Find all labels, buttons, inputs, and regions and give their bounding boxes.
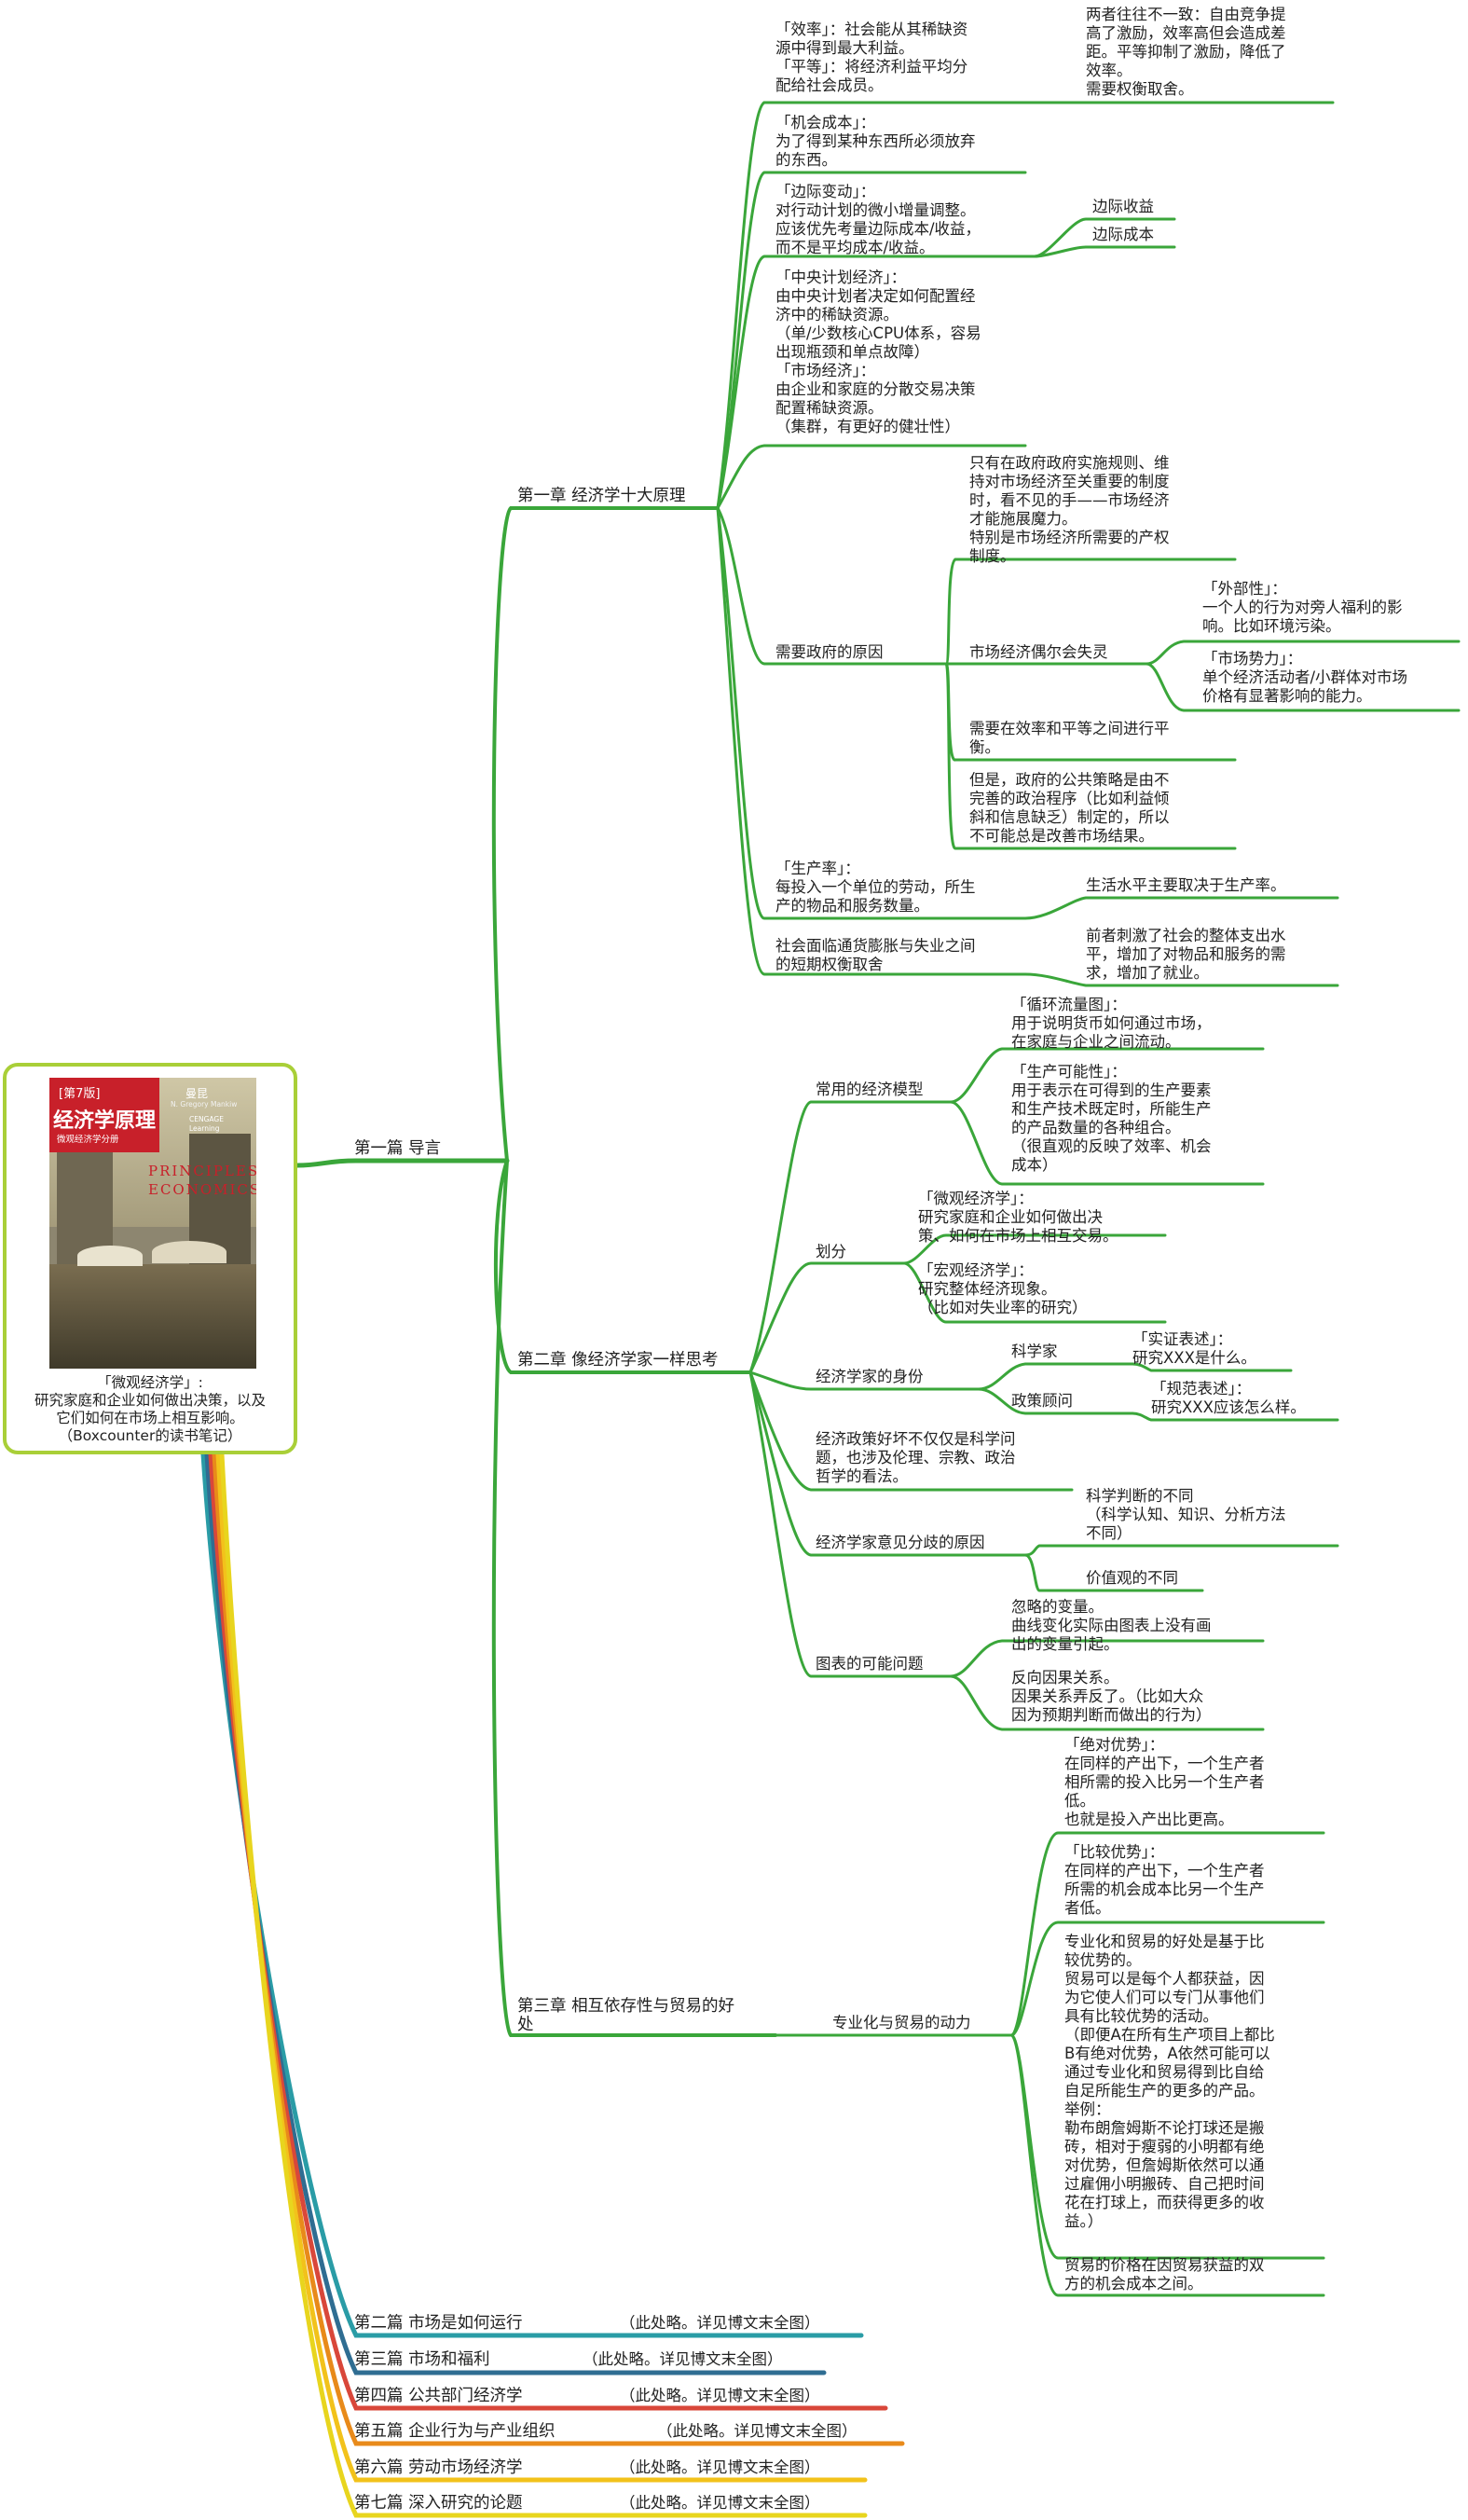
cover-title-band: [49, 1078, 159, 1152]
node-ch2-micro[interactable]: 「微观经济学」： 研究家庭和企业如何做出决 策、如何在市场上相互交易。: [918, 1190, 1118, 1245]
node-ch1-marginal-revenue[interactable]: 边际收益: [1092, 198, 1154, 215]
node-ch2-normative[interactable]: 「规范表述」： 研究XXX应该怎么样。: [1151, 1380, 1306, 1416]
node-ch3[interactable]: 第三章 相互依存性与贸易的好 处: [517, 1997, 735, 2034]
node-part7-note[interactable]: （此处略。详见博文末全图）: [620, 2494, 820, 2512]
node-ch2-advisor[interactable]: 政策顾问: [1011, 1392, 1073, 1410]
node-ch3-benefits[interactable]: 专业化和贸易的好处是基于比 较优势的。 贸易可以是每个人都获益，因 为它使人们可…: [1064, 1933, 1275, 2230]
node-ch1-marginal-cost[interactable]: 边际成本: [1092, 226, 1154, 243]
book-cover-image: [第7版] 经济学原理 微观经济学分册 曼昆 N. Gregory Mankiw…: [49, 1078, 256, 1369]
node-part1[interactable]: 第一篇 导言: [354, 1139, 442, 1158]
node-ch2-disagree[interactable]: 经济学家意见分歧的原因: [816, 1534, 985, 1551]
node-ch2-macro[interactable]: 「宏观经济学」： 研究整体经济现象。 （比如对失业率的研究）: [918, 1261, 1088, 1316]
node-part5[interactable]: 第五篇 企业行为与产业组织: [354, 2422, 556, 2441]
node-ch2-scientist[interactable]: 科学家: [1011, 1343, 1058, 1360]
node-ch3-price[interactable]: 贸易的价格在因贸易获益的双 方的机会成本之间。: [1064, 2256, 1265, 2293]
cover-edition: [第7版]: [59, 1087, 101, 1101]
node-ch2-graphs[interactable]: 图表的可能问题: [816, 1655, 924, 1673]
node-ch2-circular-flow[interactable]: 「循环流量图」： 用于说明货币如何通过市场， 在家庭与企业之间流动。: [1011, 996, 1212, 1051]
cover-title-en: PRINCIPLES OF ECONOMICS: [148, 1163, 256, 1198]
node-ch3-comparative[interactable]: 「比较优势」： 在同样的产出下，一个生产者 所需的机会成本比另一个生产 者低。: [1064, 1843, 1265, 1917]
cover-umbrella: [152, 1241, 226, 1263]
node-ch1-market-failure[interactable]: 市场经济偶尔会失灵: [969, 643, 1108, 661]
node-ch2-sci-judgement[interactable]: 科学判断的不同 （科学认知、知识、分析方法 不同）: [1086, 1487, 1286, 1542]
node-ch1-efficiency-note[interactable]: 两者往往不一致：自由竞争提 高了激励，效率高但会造成差 距。平等抑制了激励，降低…: [1086, 6, 1286, 98]
node-ch1-living-standard[interactable]: 生活水平主要取决于生产率。: [1086, 876, 1286, 894]
node-ch2-ppf[interactable]: 「生产可能性」： 用于表示在可得到的生产要素 和生产技术既定时，所能生产 的产品…: [1011, 1063, 1212, 1174]
root-caption: 「微观经济学」: 研究家庭和企业如何做出决策，以及 它们如何在市场上相互影响。 …: [34, 1374, 266, 1444]
cover-market-ground: [49, 1264, 256, 1369]
cover-author: 曼昆: [185, 1087, 209, 1100]
node-ch1-tradeoff[interactable]: 社会面临通货膨胀与失业之间 的短期权衡取舍: [775, 937, 976, 973]
node-part4-note[interactable]: （此处略。详见博文末全图）: [620, 2387, 820, 2404]
node-part3[interactable]: 第三篇 市场和福利: [354, 2350, 490, 2369]
node-ch1-externality[interactable]: 「外部性」： 一个人的行为对旁人福利的影 响。比如环境污染。: [1202, 580, 1403, 635]
node-ch2-omitted[interactable]: 忽略的变量。 曲线变化实际由图表上没有画 出的变量引起。: [1011, 1598, 1212, 1653]
node-part2-note[interactable]: （此处略。详见博文末全图）: [620, 2314, 820, 2332]
node-ch1-tradeoff-note[interactable]: 前者刺激了社会的整体支出水 平，增加了对物品和服务的需 求，增加了就业。: [1086, 927, 1286, 982]
node-ch2-values[interactable]: 价值观的不同: [1086, 1569, 1178, 1587]
node-ch3-absolute[interactable]: 「绝对优势」： 在同样的产出下，一个生产者 相所需的投入比另一个生产者 低。 也…: [1064, 1736, 1265, 1828]
cover-building-left: [57, 1143, 113, 1264]
node-ch2-reverse[interactable]: 反向因果关系。 因果关系弄反了。（比如大众 因为预期判断而做出的行为）: [1011, 1669, 1212, 1724]
node-part6-note[interactable]: （此处略。详见博文末全图）: [620, 2458, 820, 2476]
node-part7[interactable]: 第七篇 深入研究的论题: [354, 2494, 523, 2513]
node-ch1-public-policy[interactable]: 但是，政府的公共策略是由不 完善的政治程序（比如利益倾 斜和信息缺乏）制定的，所…: [969, 771, 1170, 845]
cover-umbrella: [77, 1246, 143, 1266]
node-part4[interactable]: 第四篇 公共部门经济学: [354, 2387, 523, 2405]
node-ch2-identity[interactable]: 经济学家的身份: [816, 1368, 924, 1385]
node-ch2-division[interactable]: 划分: [816, 1243, 846, 1260]
node-ch1-market-power[interactable]: 「市场势力」： 单个经济活动者/小群体对市场 价格有显著影响的能力。: [1202, 650, 1408, 705]
root-node[interactable]: [第7版] 经济学原理 微观经济学分册 曼昆 N. Gregory Mankiw…: [3, 1063, 297, 1454]
node-ch2-policy[interactable]: 经济政策好坏不仅仅是科学问 题，也涉及伦理、宗教、政治 哲学的看法。: [816, 1430, 1016, 1485]
node-part3-note[interactable]: （此处略。详见博文末全图）: [583, 2350, 783, 2368]
node-part5-note[interactable]: （此处略。详见博文末全图）: [657, 2422, 857, 2440]
node-ch1[interactable]: 第一章 经济学十大原理: [517, 487, 686, 505]
node-ch2[interactable]: 第二章 像经济学家一样思考: [517, 1351, 719, 1370]
cover-subtitle: 微观经济学分册: [57, 1135, 119, 1145]
node-ch1-gov[interactable]: 需要政府的原因: [775, 643, 884, 661]
cover-title: 经济学原理: [53, 1109, 157, 1133]
node-ch2-models[interactable]: 常用的经济模型: [816, 1081, 924, 1098]
node-ch1-marginal[interactable]: 「边际变动」： 对行动计划的微小增量调整。 应该优先考量边际成本/收益， 而不是…: [775, 183, 981, 256]
cover-author-en: N. Gregory Mankiw: [171, 1100, 238, 1109]
node-part2[interactable]: 第二篇 市场是如何运行: [354, 2314, 523, 2333]
node-part6[interactable]: 第六篇 劳动市场经济学: [354, 2458, 523, 2477]
node-ch1-opportunity-cost[interactable]: 「机会成本」： 为了得到某种东西所必须放弃 的东西。: [775, 114, 976, 169]
node-ch1-balance[interactable]: 需要在效率和平等之间进行平 衡。: [969, 720, 1170, 756]
node-ch2-positive[interactable]: 「实证表述」： 研究XXX是什么。: [1132, 1330, 1256, 1367]
node-ch3-specialization[interactable]: 专业化与贸易的动力: [832, 2014, 971, 2031]
cover-publisher-logo: CENGAGE Learning: [189, 1115, 224, 1133]
node-ch1-gov-rules[interactable]: 只有在政府政府实施规则、维 持对市场经济至关重要的制度 时，看不见的手——市场经…: [969, 454, 1170, 565]
node-ch1-productivity[interactable]: 「生产率」： 每投入一个单位的劳动，所生 产的物品和服务数量。: [775, 860, 976, 915]
node-ch1-economies[interactable]: 「中央计划经济」： 由中央计划者决定如何配置经 济中的稀缺资源。 （单/少数核心…: [775, 269, 981, 435]
node-ch1-efficiency[interactable]: 「效率」：社会能从其稀缺资 源中得到最大利益。 「平等」：将经济利益平均分 配给…: [775, 21, 968, 94]
